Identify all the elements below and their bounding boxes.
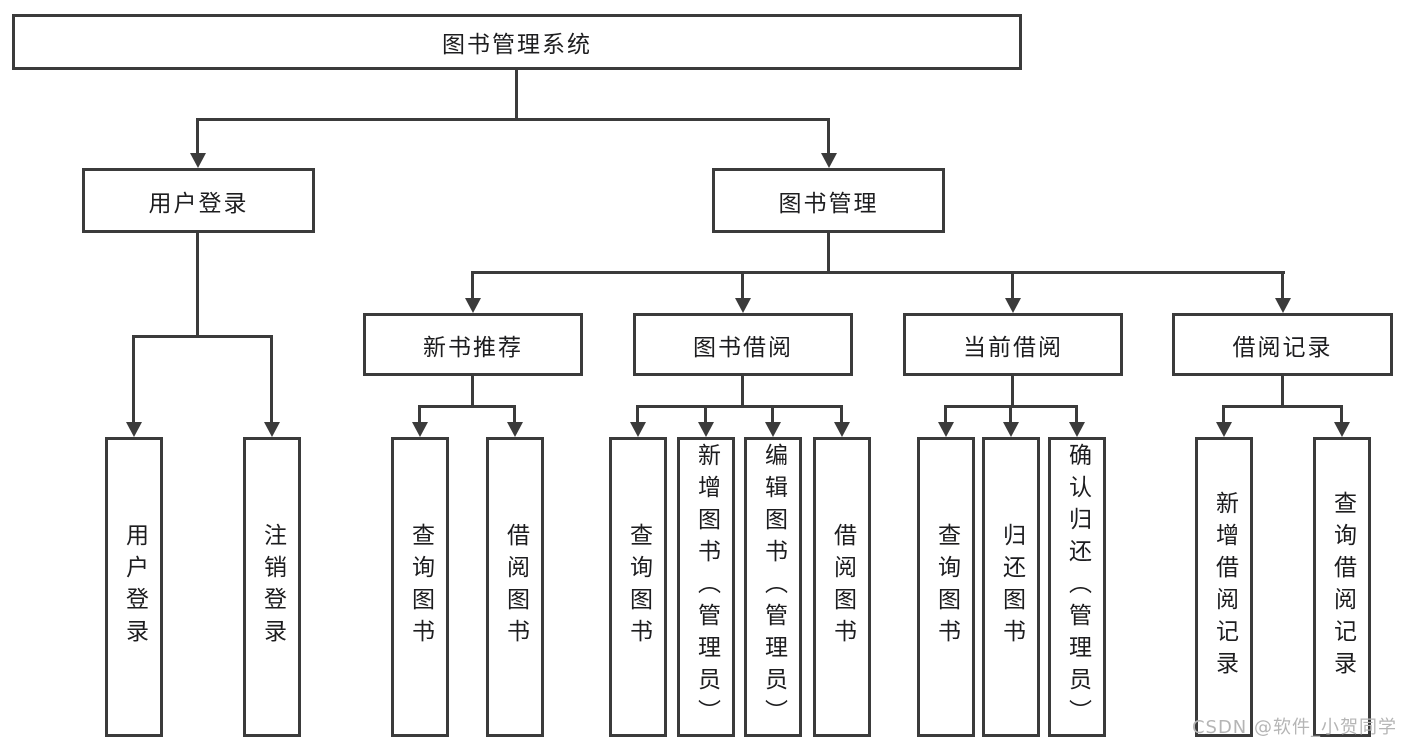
leaf-add-book-admin: 新增图书（管理员） — [677, 437, 735, 737]
leaf-label: 查询借阅记录 — [1329, 491, 1356, 683]
connector-userlogin-branch — [133, 335, 273, 338]
connector-borrowrecords-branch — [1223, 405, 1343, 408]
node-book-borrow: 图书借阅 — [633, 313, 853, 376]
leaf-label: 新增借阅记录 — [1211, 491, 1238, 683]
connector-to-book-management — [827, 118, 830, 156]
leaf-return-book: 归还图书 — [982, 437, 1040, 737]
node-label: 新书推荐 — [423, 334, 523, 361]
leaf-logout: 注销登录 — [243, 437, 301, 737]
arrowhead-leaf — [938, 422, 954, 437]
connector-to-new-book — [471, 271, 474, 300]
node-new-book-recommend: 新书推荐 — [363, 313, 583, 376]
leaf-query-borrow-record: 查询借阅记录 — [1313, 437, 1371, 737]
connector-leaf — [1009, 405, 1012, 423]
connector-root-stem — [515, 70, 518, 118]
arrowhead-leaf — [412, 422, 428, 437]
leaf-query-books-borrow: 查询图书 — [609, 437, 667, 737]
leaf-label: 借阅图书 — [502, 523, 529, 651]
leaf-label: 注销登录 — [259, 523, 286, 651]
leaf-borrow-books-borrow: 借阅图书 — [813, 437, 871, 737]
leaf-label: 新增图书（管理员） — [693, 443, 720, 731]
connector-leaf — [1340, 405, 1343, 423]
connector-to-borrow-records — [1281, 271, 1284, 300]
node-user-login: 用户登录 — [82, 168, 315, 233]
node-label: 用户登录 — [148, 190, 249, 217]
connector-to-leaf-user-login — [132, 335, 135, 423]
arrowhead-leaf — [834, 422, 850, 437]
node-label: 图书管理 — [778, 190, 879, 217]
arrowhead-book-borrow — [735, 298, 751, 313]
leaf-label: 查询图书 — [407, 523, 434, 651]
node-borrow-records: 借阅记录 — [1172, 313, 1393, 376]
arrowhead-leaf — [630, 422, 646, 437]
connector-leaf — [1222, 405, 1225, 423]
arrowhead-book-management — [821, 153, 837, 168]
connector-to-user-login — [196, 118, 199, 156]
csdn-watermark: CSDN @软件_小贺同学 — [1191, 717, 1397, 738]
leaf-query-books-recommend: 查询图书 — [391, 437, 449, 737]
leaf-label: 借阅图书 — [829, 523, 856, 651]
connector-leaf — [840, 405, 843, 423]
connector-to-book-borrow — [741, 271, 744, 300]
connector-leaf — [704, 405, 707, 423]
arrowhead-current-borrow — [1005, 298, 1021, 313]
connector-leaf — [944, 405, 947, 423]
leaf-confirm-return-admin: 确认归还（管理员） — [1048, 437, 1106, 737]
connector-bookmgmt-stem — [827, 233, 830, 271]
arrowhead-leaf — [507, 422, 523, 437]
leaf-user-login: 用户登录 — [105, 437, 163, 737]
connector-bookmgmt-branch — [472, 271, 1285, 274]
connector-currentborrow-stem — [1011, 376, 1014, 405]
connector-newbook-stem — [471, 376, 474, 405]
connector-leaf — [636, 405, 639, 423]
node-label: 当前借阅 — [963, 334, 1063, 361]
leaf-label: 查询图书 — [933, 523, 960, 651]
node-library-management-system: 图书管理系统 — [12, 14, 1022, 70]
arrowhead-leaf-logout — [264, 422, 280, 437]
connector-leaf — [513, 405, 516, 423]
connector-leaf — [771, 405, 774, 423]
arrowhead-new-book — [465, 298, 481, 313]
arrowhead-leaf — [1334, 422, 1350, 437]
node-label: 借阅记录 — [1232, 334, 1333, 361]
leaf-label: 确认归还（管理员） — [1064, 443, 1091, 731]
connector-bookborrow-stem — [741, 376, 744, 405]
connector-to-leaf-logout — [270, 335, 273, 423]
arrowhead-leaf — [1003, 422, 1019, 437]
node-current-borrow: 当前借阅 — [903, 313, 1123, 376]
connector-to-current-borrow — [1011, 271, 1014, 300]
arrowhead-leaf — [698, 422, 714, 437]
connector-leaf — [418, 405, 421, 423]
node-label: 图书管理系统 — [442, 32, 592, 58]
connector-newbook-branch — [419, 405, 516, 408]
leaf-query-books-current: 查询图书 — [917, 437, 975, 737]
leaf-label: 归还图书 — [998, 523, 1025, 651]
connector-borrowrecords-stem — [1281, 376, 1284, 405]
leaf-label: 用户登录 — [121, 523, 148, 651]
node-book-management: 图书管理 — [712, 168, 945, 233]
arrowhead-borrow-records — [1275, 298, 1291, 313]
leaf-label: 查询图书 — [625, 523, 652, 651]
connector-leaf — [1075, 405, 1078, 423]
leaf-label: 编辑图书（管理员） — [760, 443, 787, 731]
arrowhead-user-login — [190, 153, 206, 168]
arrowhead-leaf — [765, 422, 781, 437]
connector-bookborrow-branch — [637, 405, 843, 408]
leaf-edit-book-admin: 编辑图书（管理员） — [744, 437, 802, 737]
arrowhead-leaf — [1069, 422, 1085, 437]
arrowhead-leaf-user-login — [126, 422, 142, 437]
node-label: 图书借阅 — [693, 334, 793, 361]
connector-userlogin-stem — [196, 233, 199, 335]
arrowhead-leaf — [1216, 422, 1232, 437]
leaf-borrow-books-recommend: 借阅图书 — [486, 437, 544, 737]
leaf-add-borrow-record: 新增借阅记录 — [1195, 437, 1253, 737]
connector-root-branch — [197, 118, 830, 121]
